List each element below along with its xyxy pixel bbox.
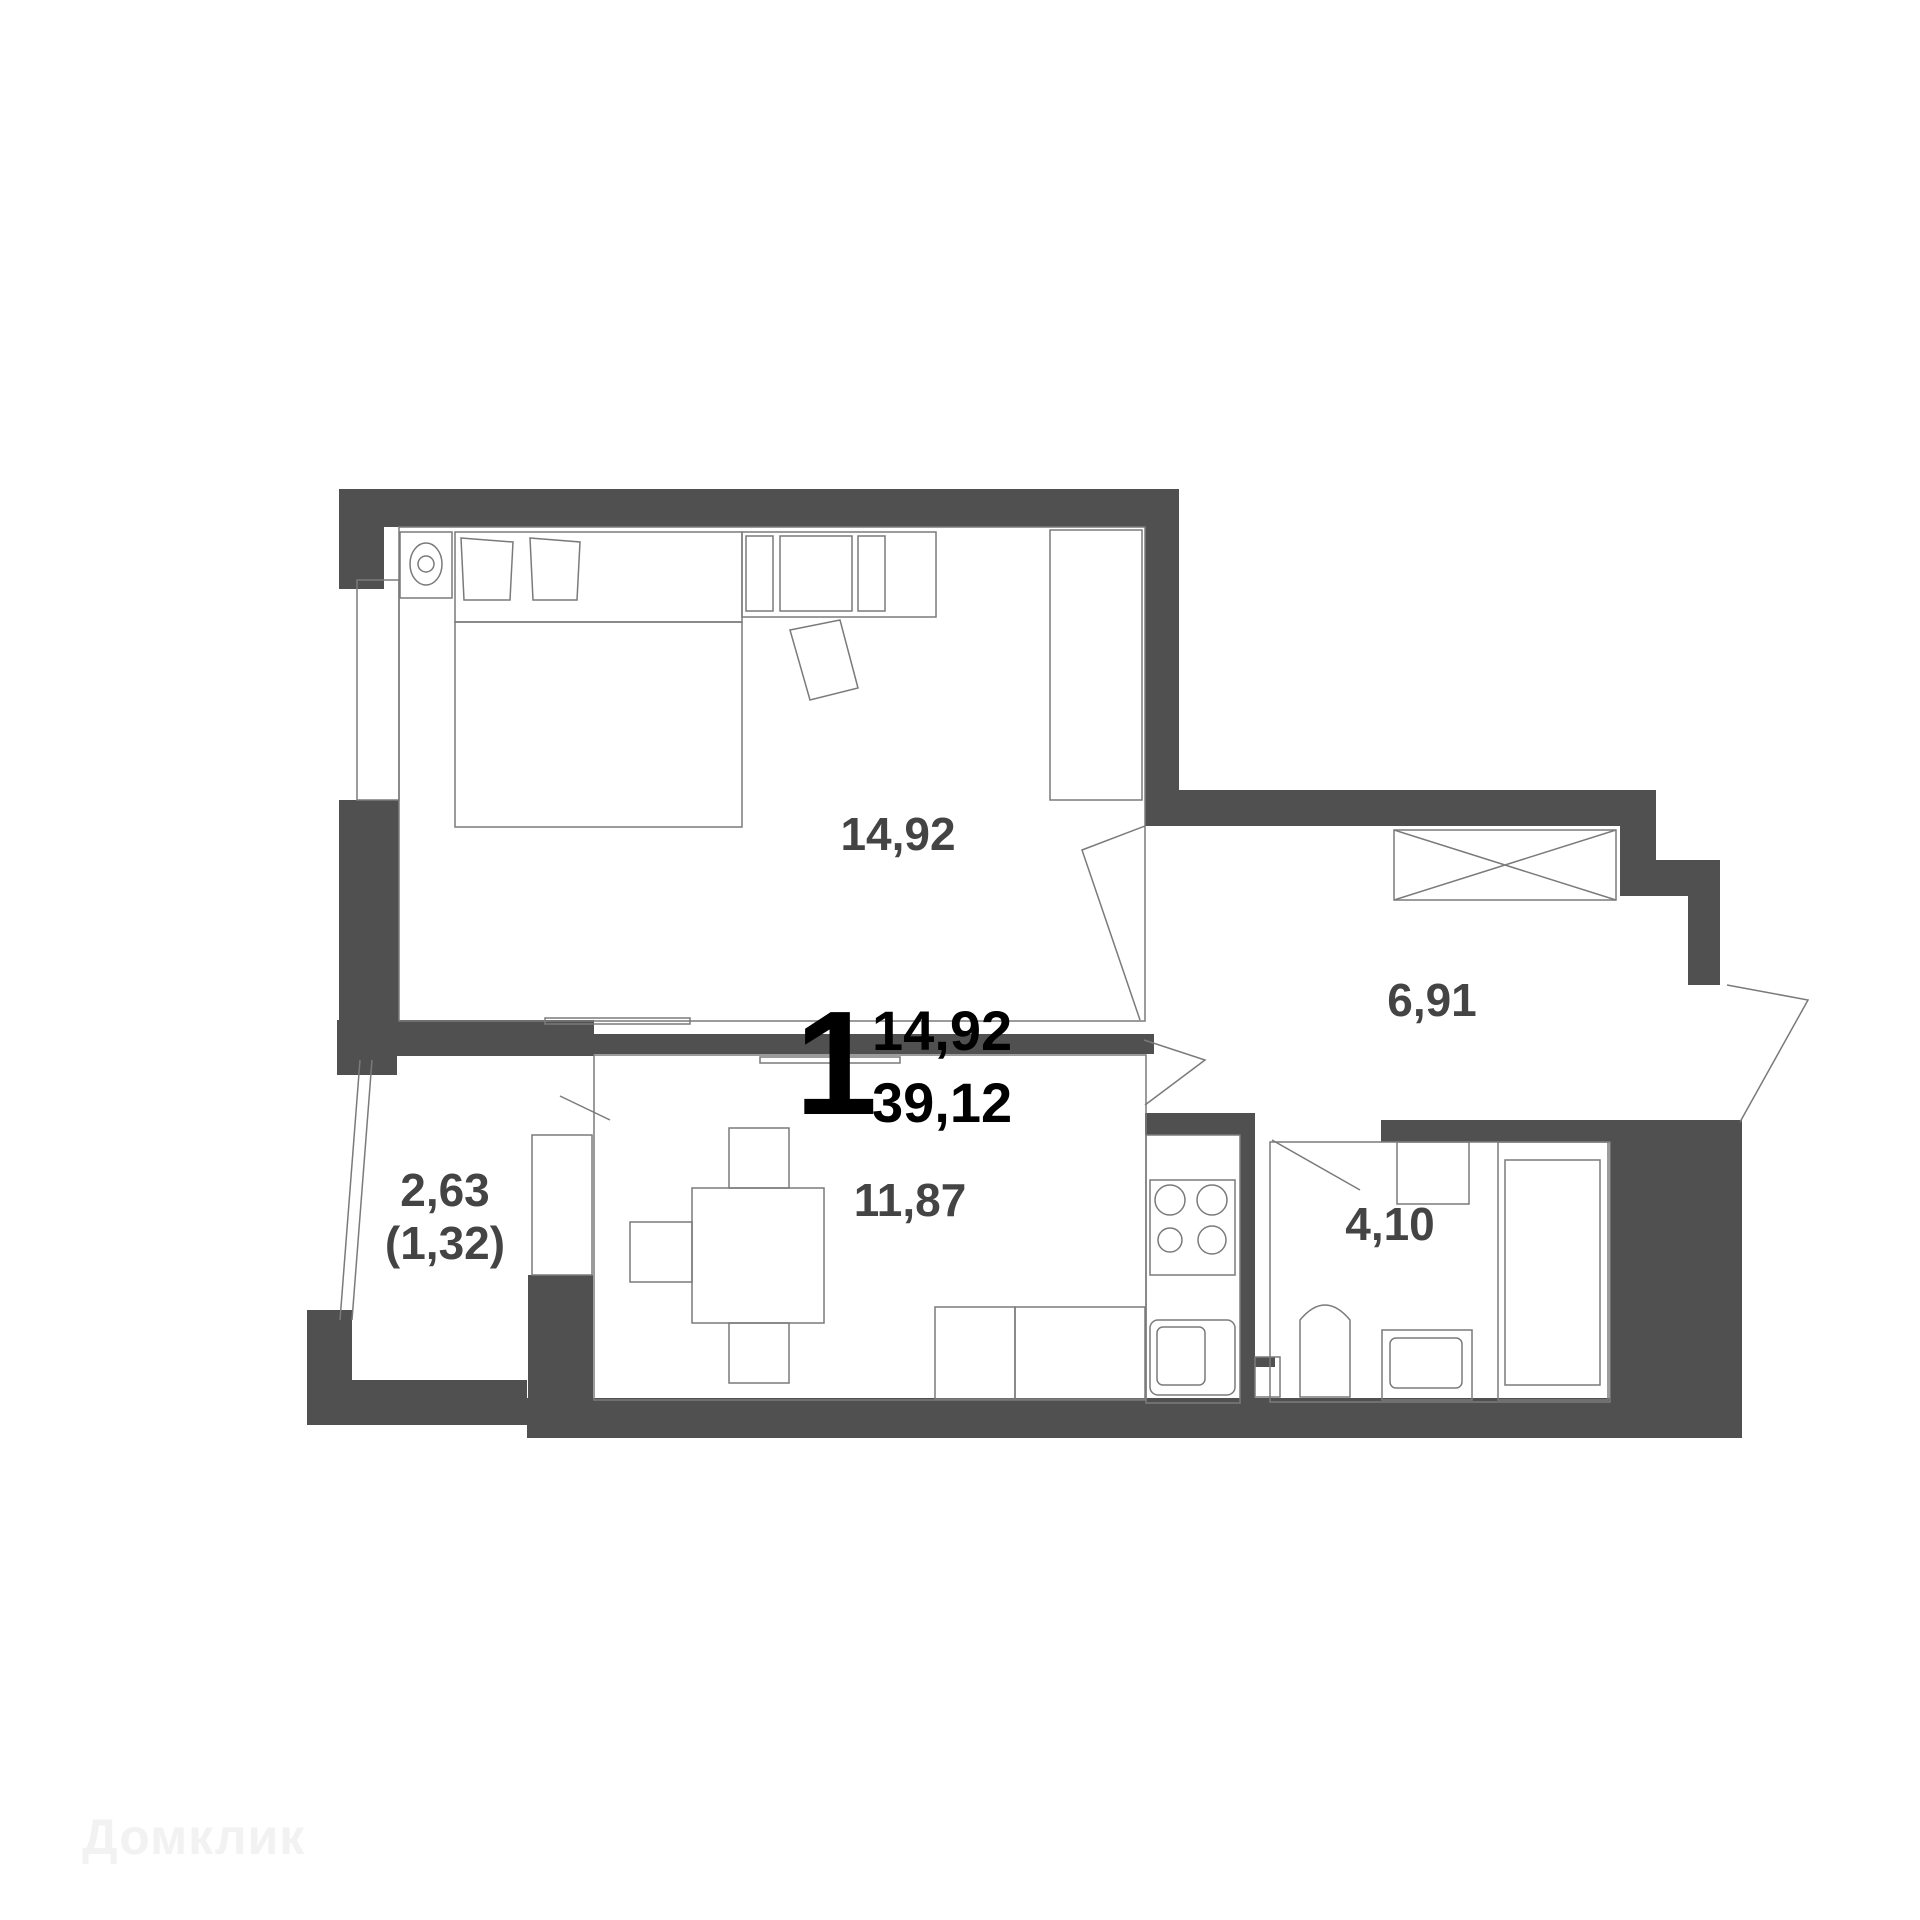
loggia-area: 2,63 bbox=[400, 1164, 490, 1216]
furniture bbox=[339, 526, 1810, 1404]
watermark-logo: Домклик bbox=[82, 1809, 306, 1865]
room-area-loggia: 2,63 (1,32) bbox=[375, 1164, 515, 1270]
loggia-reduced-area: (1,32) bbox=[384, 1216, 506, 1269]
room-area-kitchen: 11,87 bbox=[853, 1174, 967, 1226]
total-area: 39,12 bbox=[872, 1071, 1013, 1134]
walls bbox=[307, 489, 1742, 1438]
room-area-bathroom: 4,10 bbox=[1345, 1198, 1435, 1250]
living-area: 14,92 bbox=[872, 999, 1013, 1062]
room-area-hallway: 6,91 bbox=[1387, 974, 1477, 1026]
rooms-count: 1 bbox=[795, 981, 878, 1146]
room-area-bedroom: 14,92 bbox=[840, 808, 956, 860]
